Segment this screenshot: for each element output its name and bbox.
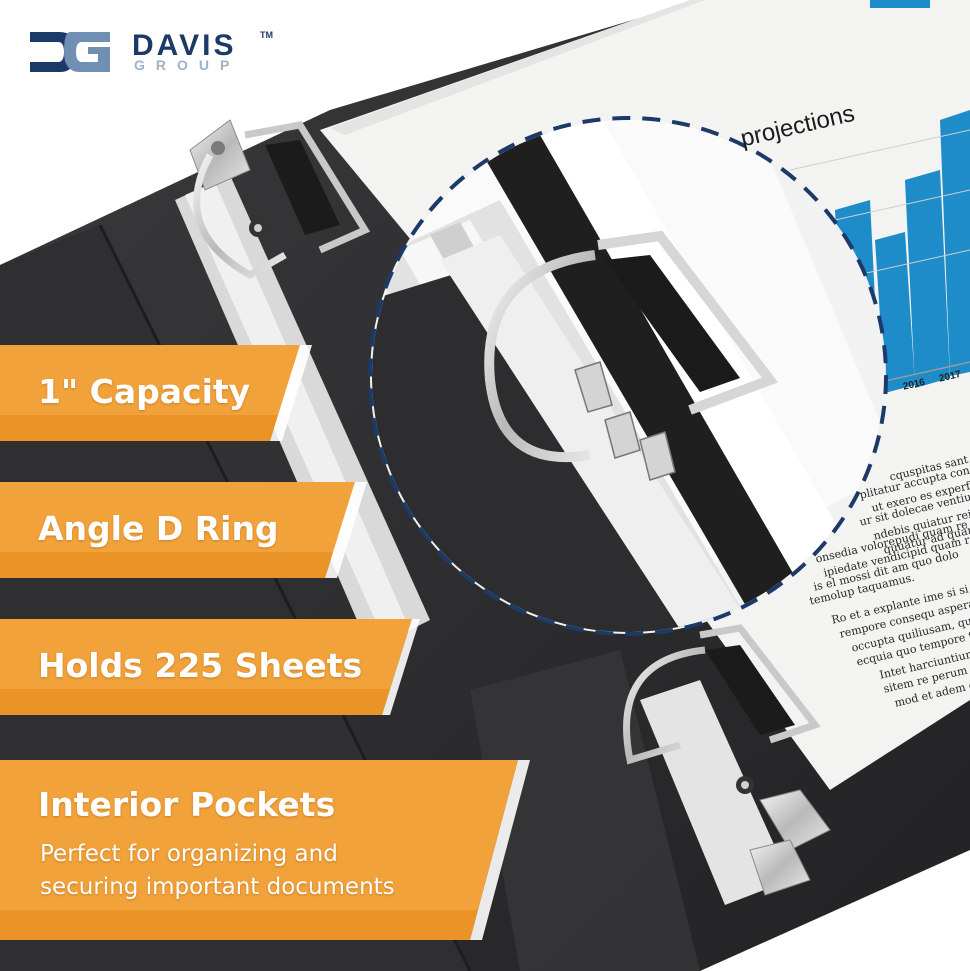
feature-title: Angle D Ring xyxy=(38,509,279,548)
feature-description-line-1: Perfect for organizing and xyxy=(40,841,338,867)
feature-title: 1" Capacity xyxy=(38,372,251,411)
feature-description-line-2: securing important documents xyxy=(40,874,395,900)
ring-mechanism-top xyxy=(175,119,430,650)
ring-mechanism-bottom xyxy=(623,624,831,905)
brand-logo: DAVIS TM GROUP xyxy=(28,30,288,74)
feature-holds-sheets: Holds 225 Sheets xyxy=(0,619,420,715)
brand-name: DAVIS xyxy=(132,29,237,62)
interior-pocket xyxy=(470,650,700,971)
feature-interior-pockets: Interior Pockets Perfect for organizing … xyxy=(0,760,530,940)
feature-title: Interior Pockets xyxy=(38,785,336,824)
brand-subtitle: GROUP xyxy=(134,57,241,73)
feature-capacity: 1" Capacity xyxy=(0,345,330,441)
d-ring-icon xyxy=(484,250,596,463)
feature-title: Holds 225 Sheets xyxy=(38,646,363,685)
brand-trademark: TM xyxy=(260,30,273,40)
davis-group-logo-icon xyxy=(30,32,110,72)
callout-circle-icon xyxy=(368,116,888,636)
feature-angle-d-ring: Angle D Ring xyxy=(0,482,370,578)
